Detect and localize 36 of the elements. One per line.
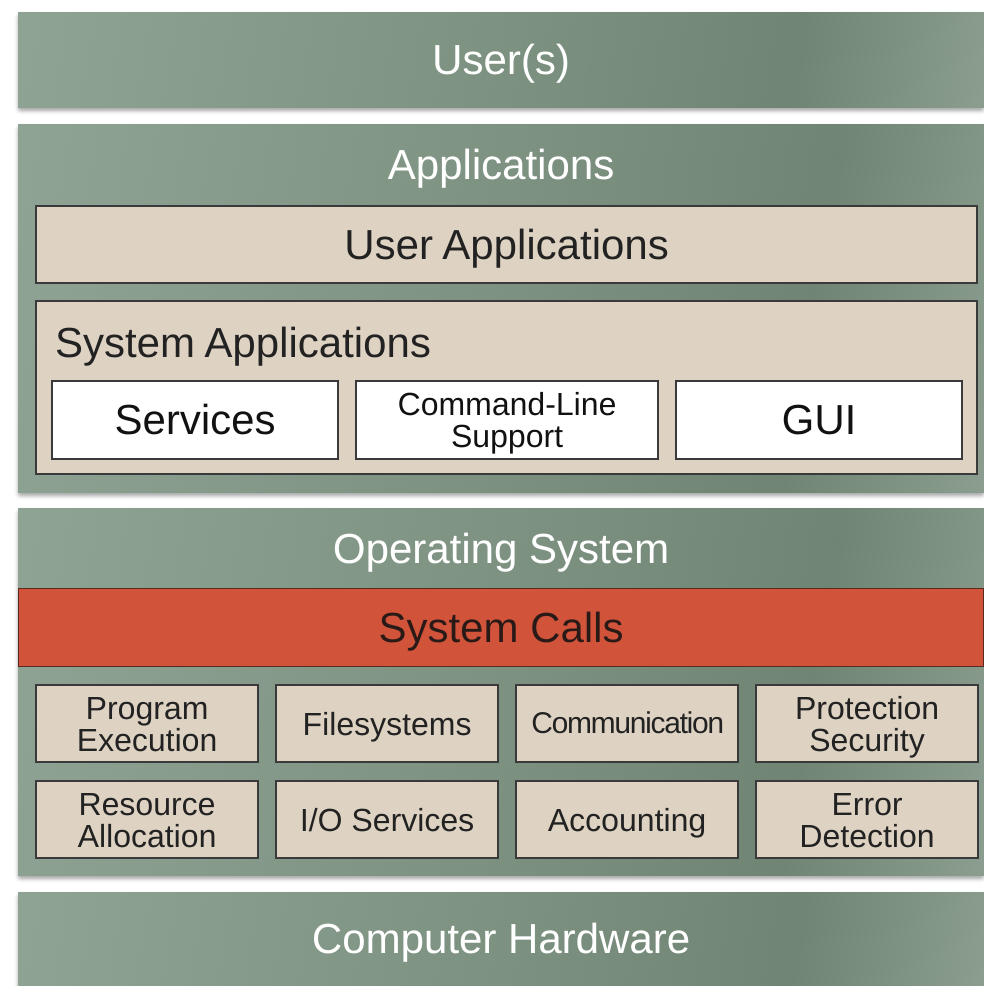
component-box	[35, 205, 978, 284]
component-label: Protection Security	[794, 692, 940, 756]
component-label: User Applications	[344, 224, 669, 266]
component-box	[675, 380, 963, 460]
component-box	[275, 684, 499, 763]
component-box	[35, 780, 259, 859]
component-box	[755, 780, 979, 859]
component-box	[35, 300, 978, 475]
component-label: Command-Line Support	[396, 388, 618, 452]
component-label: I/O Services	[300, 804, 474, 836]
component-label: System Applications	[55, 322, 431, 364]
component-box	[515, 684, 739, 763]
component-box	[275, 780, 499, 859]
component-label: GUI	[782, 399, 856, 441]
component-label: Accounting	[548, 804, 706, 836]
component-box	[51, 380, 339, 460]
component-label: Program Execution	[76, 692, 218, 756]
component-label: Communication	[531, 708, 723, 738]
system-calls-bar	[18, 588, 984, 667]
component-label: Filesystems	[302, 708, 472, 740]
layer-band	[18, 12, 984, 108]
component-label: Error Detection	[798, 788, 936, 852]
layer-band	[18, 508, 984, 876]
layer-label: User(s)	[432, 39, 570, 81]
layer-label: Computer Hardware	[312, 918, 690, 960]
component-box	[515, 780, 739, 859]
component-label: Resource Allocation	[76, 788, 218, 852]
component-box	[355, 380, 659, 460]
layer-label: Applications	[386, 144, 616, 186]
component-box	[755, 684, 979, 763]
layer-label: Operating System	[332, 528, 670, 570]
component-label: System Calls	[378, 606, 624, 648]
component-box	[35, 684, 259, 763]
layer-band	[18, 892, 984, 986]
component-label: Services	[114, 399, 276, 441]
layer-band	[18, 124, 984, 493]
